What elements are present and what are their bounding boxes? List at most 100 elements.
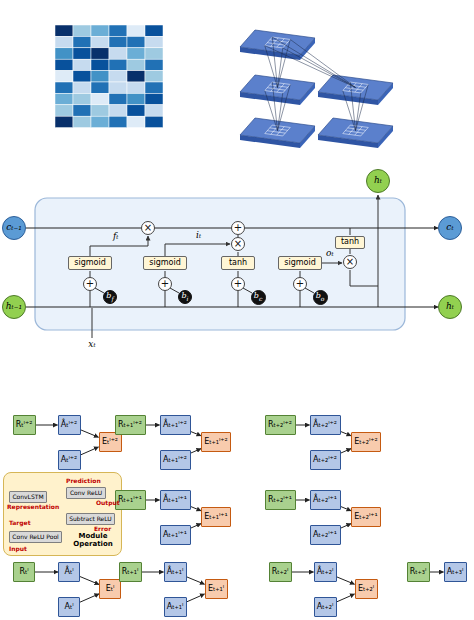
connector xyxy=(81,430,99,437)
node-text: Aₜ₊₂ˡ⁺² xyxy=(313,456,337,465)
node-text: Rₜ₊₁ˡ xyxy=(122,568,139,577)
module-box: Module OperationConvLSTMConv ReLUSubtrac… xyxy=(3,472,122,556)
heat-cell xyxy=(55,59,73,70)
feature-map xyxy=(318,118,393,148)
connector xyxy=(142,572,164,573)
heat-cell xyxy=(109,71,127,82)
heat-cell xyxy=(109,25,127,36)
feature-map xyxy=(240,75,315,105)
connector xyxy=(430,572,444,573)
heat-cell xyxy=(91,116,109,127)
math-label: iₜ xyxy=(196,231,201,241)
hidden-state: hₜ xyxy=(438,295,462,319)
target-box: Aₜ₊₂ˡ⁺¹ xyxy=(310,525,341,545)
heat-cell xyxy=(109,59,127,70)
node-text: cₜ xyxy=(446,223,453,233)
node-text: Conv ReLU xyxy=(70,490,102,497)
heat-cell xyxy=(109,48,127,59)
error-box: Eₜˡ⁺² xyxy=(99,432,122,452)
heat-cell xyxy=(73,105,91,116)
connector xyxy=(191,524,202,529)
heat-cell xyxy=(73,48,91,59)
connector xyxy=(296,425,310,426)
heat-cell xyxy=(109,105,127,116)
receptive-line xyxy=(278,84,291,130)
math-label: oₜ xyxy=(326,249,334,259)
target-box: Aₜˡ⁺² xyxy=(58,450,81,470)
node-text: Âₜ₊₂ˡ⁺² xyxy=(313,421,337,430)
signal-label: Prediction xyxy=(66,478,101,485)
signal-label: Error xyxy=(94,526,111,533)
operator-symbol: × xyxy=(343,255,357,269)
representation-box: Rₜ₊₁ˡ⁺² xyxy=(115,415,146,435)
heat-cell xyxy=(145,82,163,93)
node-text: Aₜˡ⁺² xyxy=(61,456,78,465)
representation-box: Rₜ₊₁ˡ xyxy=(119,562,142,582)
feature-map xyxy=(318,75,393,105)
representation-box: Rₜˡ⁺² xyxy=(13,415,36,435)
lstm-cell xyxy=(35,198,405,330)
connector xyxy=(296,500,310,501)
representation-box: Rₜ₊₂ˡ xyxy=(269,562,292,582)
error-box: Eₜ₊₂ˡ⁺² xyxy=(351,432,381,452)
connector xyxy=(80,594,99,602)
node-text: Eₜˡ⁺² xyxy=(102,438,118,447)
bias-node: bc xyxy=(251,290,266,305)
node-text: Eₜˡ xyxy=(106,585,115,594)
heat-cell xyxy=(145,48,163,59)
receptive-line xyxy=(350,82,355,130)
layer-box: Conv ReLU Pool xyxy=(9,531,62,543)
node-text: Aₜ₊₂ˡ⁺¹ xyxy=(313,531,337,540)
heat-cell xyxy=(145,93,163,104)
prediction-box: Âₜˡ xyxy=(58,562,80,582)
connector xyxy=(146,425,160,426)
heat-cell xyxy=(73,36,91,47)
prediction-box: Âₜ₊₁ˡ xyxy=(164,562,187,582)
connector xyxy=(187,577,205,584)
representation-box: Rₜˡ xyxy=(13,562,35,582)
heat-cell xyxy=(127,59,145,70)
receptive-line xyxy=(272,82,277,130)
heat-cell xyxy=(91,105,109,116)
heat-cell xyxy=(145,105,163,116)
connector xyxy=(35,572,58,573)
connector xyxy=(191,449,202,454)
receptive-line xyxy=(343,91,356,131)
node-text: hₜ₋₁ xyxy=(6,302,22,312)
operator-symbol: + xyxy=(231,221,245,235)
receptive-line xyxy=(278,93,283,131)
prediction-box: Âₜ₊₁ˡ⁺¹ xyxy=(160,490,191,510)
heat-cell xyxy=(145,116,163,127)
heat-cell xyxy=(145,59,163,70)
target-box: Aₜ₊₁ˡ xyxy=(164,597,187,617)
connector xyxy=(36,425,58,426)
heat-cell xyxy=(55,82,73,93)
representation-box: Rₜ₊₂ˡ⁺² xyxy=(265,415,296,435)
heat-cell xyxy=(127,82,145,93)
node-text: Rₜˡ⁺² xyxy=(16,421,33,430)
heat-cell xyxy=(109,116,127,127)
error-box: Eₜ₊₂ˡ⁺¹ xyxy=(351,507,381,527)
node-text: Âₜ₊₂ˡ xyxy=(317,568,334,577)
node-text: tanh xyxy=(229,259,247,268)
node-text: Âₜ₊₁ˡ xyxy=(167,568,184,577)
heat-cell xyxy=(127,116,145,127)
cnn-layers xyxy=(240,30,393,148)
activation-box: sigmoid xyxy=(143,256,187,270)
prediction-box: Âₜ₊₂ˡ⁺¹ xyxy=(310,490,341,510)
heat-cell xyxy=(73,116,91,127)
node-text: Rₜ₊₁ˡ⁺¹ xyxy=(118,496,142,505)
node-text: Rₜ₊₂ˡ⁺² xyxy=(268,421,292,430)
representation-box: Rₜ₊₃ˡ xyxy=(407,562,430,582)
node-text: Module Operation xyxy=(66,533,120,548)
node-text: bf xyxy=(106,292,113,302)
connector xyxy=(341,431,352,435)
node-text: Eₜ₊₁ˡ⁺¹ xyxy=(204,513,228,522)
operator-symbol: + xyxy=(231,277,245,291)
receptive-line xyxy=(356,84,369,130)
receptive-line xyxy=(265,91,278,131)
connector xyxy=(341,524,352,529)
node-text: tanh xyxy=(341,238,359,247)
activation-box: tanh xyxy=(335,236,365,249)
